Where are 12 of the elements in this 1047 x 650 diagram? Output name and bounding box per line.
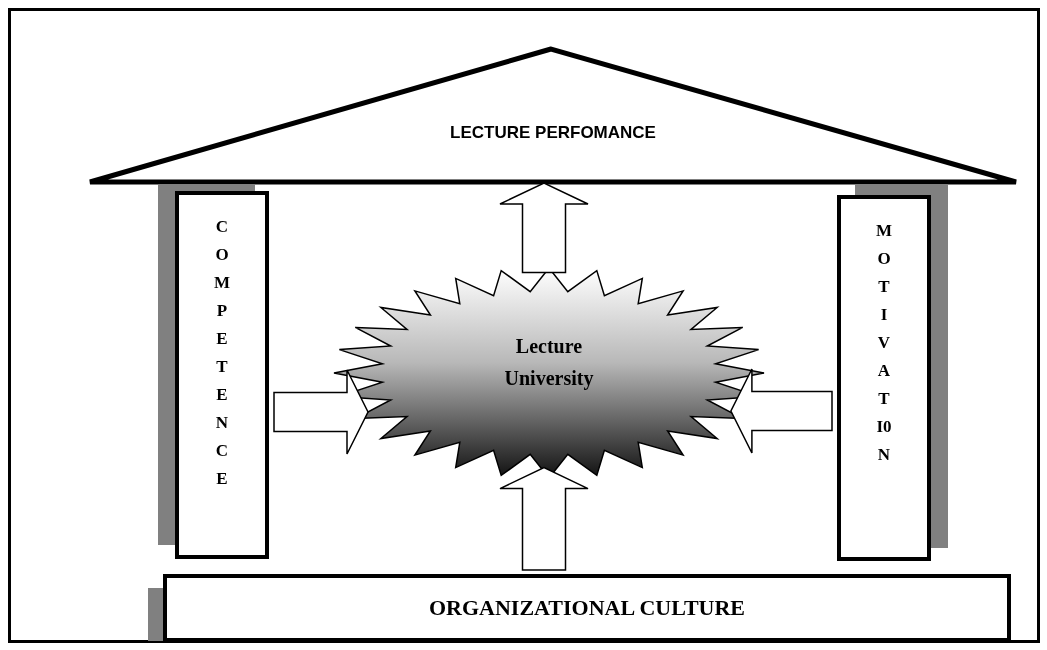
pillar-label: COMPETENCE <box>213 216 231 490</box>
pillar-label: MOTIVATI0N <box>875 220 893 466</box>
center-label: Lecture University <box>503 334 595 392</box>
pillar-box <box>837 195 931 561</box>
block-arrow <box>273 369 369 455</box>
block-arrow <box>499 182 589 274</box>
block-arrow <box>730 368 833 454</box>
foundation-box <box>163 574 1011 642</box>
block-arrow <box>499 466 589 571</box>
foundation-label: ORGANIZATIONAL CULTURE <box>429 595 745 621</box>
pillar-box <box>175 191 269 559</box>
roof-label: LECTURE PERFOMANCE <box>450 123 656 143</box>
